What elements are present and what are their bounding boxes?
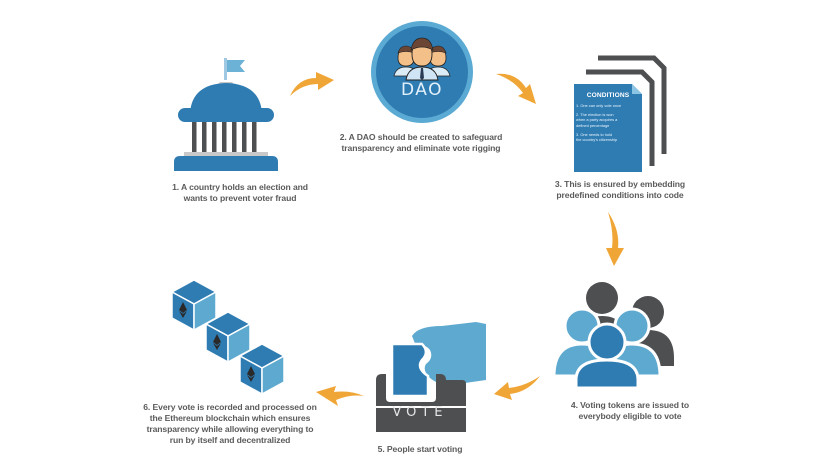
caption-line: 5. People start voting xyxy=(377,444,463,454)
step-6-caption: 6. Every vote is recorded and processed … xyxy=(120,402,340,446)
dao-label: DAO xyxy=(400,80,443,100)
condition-line: the country's citizenship xyxy=(576,137,618,143)
condition-item: 2. The election is won when a party acqu… xyxy=(576,112,640,128)
step-2-caption: 2. A DAO should be created to safeguard … xyxy=(316,132,526,154)
caption-line: 4. Voting tokens are issued to xyxy=(570,400,690,410)
vote-label: VOTE xyxy=(392,405,448,420)
conditions-list: CONDITIONS 1. One can only vote once 2. … xyxy=(576,92,640,146)
caption-line: the Ethereum blockchain which ensures xyxy=(149,413,311,423)
caption-line: 3. This is ensured by embedding xyxy=(554,179,686,189)
conditions-document-icon xyxy=(574,55,667,172)
arrow-down-right-icon xyxy=(496,73,536,104)
arrow-left-icon xyxy=(316,386,364,406)
condition-line: when a party acquires a xyxy=(576,117,618,123)
dao-group-icon xyxy=(371,21,473,123)
condition-line: 1. One can only vote once xyxy=(576,103,622,108)
people-group-icon xyxy=(552,282,674,390)
caption-line: 1. A country holds an election and xyxy=(172,182,308,192)
condition-item: 1. One can only vote once xyxy=(576,103,640,108)
condition-line: defined percentage xyxy=(576,122,610,128)
step-5-caption: 5. People start voting xyxy=(340,444,500,455)
caption-line: run by itself and decentralized xyxy=(169,435,291,445)
caption-line: predefined conditions into code xyxy=(556,190,684,200)
caption-line: transparency and eliminate vote rigging xyxy=(341,143,501,153)
condition-line: 2. The election is won xyxy=(576,112,614,118)
caption-line: everybody eligible to vote xyxy=(578,411,682,421)
caption-line: transparency while allowing everything t… xyxy=(146,424,314,434)
step-3-caption: 3. This is ensured by embedding predefin… xyxy=(520,179,720,201)
conditions-title: CONDITIONS xyxy=(586,92,630,99)
step-4-caption: 4. Voting tokens are issued to everybody… xyxy=(530,400,730,422)
caption-line: wants to prevent voter fraud xyxy=(183,193,297,203)
condition-line: 3. One needs to hold xyxy=(576,131,613,137)
caption-line: 6. Every vote is recorded and processed … xyxy=(143,402,317,412)
arrow-down-icon xyxy=(606,212,624,266)
government-building-icon xyxy=(174,58,278,171)
arrow-down-left-icon xyxy=(494,376,540,400)
arrow-right-icon xyxy=(290,72,334,96)
ballot-box-icon xyxy=(376,322,486,432)
condition-item: 3. One needs to hold the country's citiz… xyxy=(576,132,640,142)
step-1-caption: 1. A country holds an election and wants… xyxy=(140,182,340,204)
caption-line: 2. A DAO should be created to safeguard xyxy=(339,132,503,142)
blockchain-block xyxy=(240,344,284,394)
